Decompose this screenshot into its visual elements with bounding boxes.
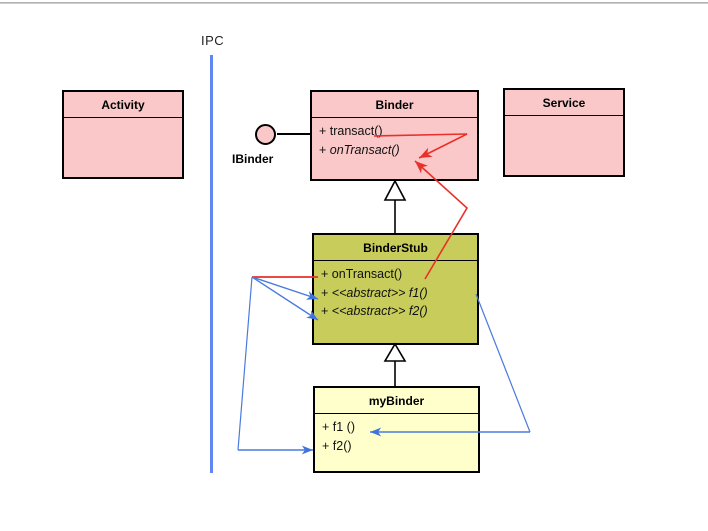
- class-members-binderstub: + onTransact() + <<abstract>> f1() + <<a…: [314, 261, 477, 325]
- implements-mybinder-f2: [237, 276, 313, 455]
- member-mybinder-f1: + f1 (): [322, 420, 355, 434]
- visibility-plus: +: [321, 285, 332, 300]
- class-box-binder[interactable]: Binder + transact() + onTransact(): [310, 90, 479, 181]
- visibility-plus: +: [319, 142, 330, 157]
- dispatch-to-stub-f1: [251, 276, 319, 300]
- class-box-service[interactable]: Service: [503, 88, 625, 177]
- class-members-mybinder: + f1 () + f2(): [315, 414, 478, 459]
- dispatch-to-stub-f2: [251, 276, 319, 321]
- class-box-binderstub[interactable]: BinderStub + onTransact() + <<abstract>>…: [312, 233, 479, 345]
- ipc-label: IPC: [201, 33, 225, 48]
- ipc-divider-line: [210, 55, 213, 473]
- class-members-activity: [64, 118, 182, 126]
- class-title-activity: Activity: [64, 92, 182, 118]
- class-title-binderstub: BinderStub: [314, 235, 477, 261]
- member-binder-transact: + transact(): [319, 124, 383, 138]
- class-box-activity[interactable]: Activity: [62, 90, 184, 179]
- class-title-binder: Binder: [312, 92, 477, 118]
- generalization-mybinder-to-binderstub: [383, 342, 407, 386]
- member-stub-f1: + <<abstract>> f1(): [314, 284, 477, 303]
- member-name: <<abstract>> f1(): [331, 285, 428, 300]
- visibility-plus: +: [321, 304, 332, 318]
- class-title-service: Service: [505, 90, 623, 116]
- member-stub-ontransact: + onTransact(): [321, 267, 403, 281]
- member-stub-f2: + <<abstract>> f2(): [314, 302, 477, 321]
- member-mybinder-f2: + f2(): [322, 438, 352, 453]
- ibinder-connector-line: [277, 133, 311, 135]
- class-title-mybinder: myBinder: [315, 388, 478, 414]
- class-box-mybinder[interactable]: myBinder + f1 () + f2(): [313, 386, 480, 473]
- member-name: onTransact(): [329, 142, 400, 157]
- generalization-binderstub-to-binder: [383, 179, 407, 233]
- member-binder-ontransact: + onTransact(): [312, 141, 477, 160]
- class-members-service: [505, 116, 623, 124]
- window-top-divider: [0, 2, 708, 4]
- ibinder-label: IBinder: [232, 152, 274, 166]
- ibinder-interface-circle[interactable]: [255, 124, 276, 145]
- member-name: <<abstract>> f2(): [331, 304, 428, 318]
- class-members-binder: + transact() + onTransact(): [312, 118, 477, 163]
